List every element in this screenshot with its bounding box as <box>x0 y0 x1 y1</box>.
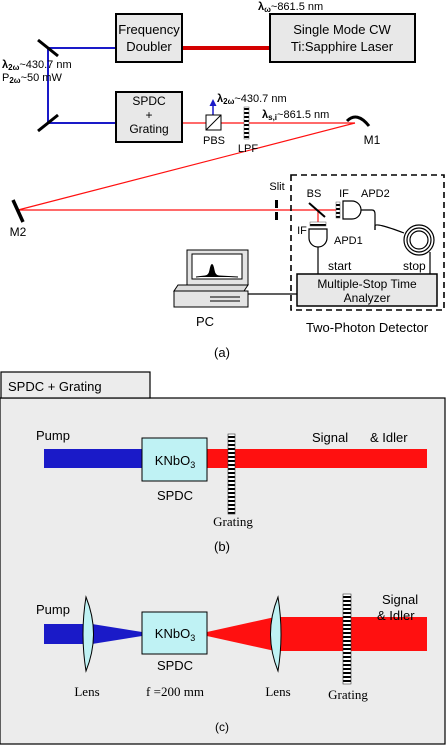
stop-label: stop <box>403 259 426 273</box>
spdc-grating-tab-label: SPDC + Grating <box>8 379 102 394</box>
knbo3-crystal-b <box>141 437 208 482</box>
crystal-label-c: KNbO3 <box>155 626 195 643</box>
mirror-m1 <box>345 115 371 127</box>
spdc-box-line1: SPDC <box>132 94 166 108</box>
pump-label-b: Pump <box>36 428 70 443</box>
pump-beam-c <box>44 624 92 644</box>
apd1-detector <box>308 228 328 248</box>
mirror-m2 <box>11 199 25 223</box>
laser-line2: Ti:Sapphire Laser <box>291 39 394 54</box>
stop-cable-to-coil <box>374 224 405 234</box>
frequency-doubler-box <box>115 13 183 63</box>
spdc-grating-tab <box>0 371 151 399</box>
if-filter-apd1 <box>309 221 327 227</box>
mirror-bottom-left <box>37 113 59 133</box>
subfigure-b: KNbO3 Pump SPDC Grating Signal & Idler (… <box>36 428 427 554</box>
slit-label: Slit <box>269 181 284 193</box>
pump-label-c: Pump <box>36 602 70 617</box>
panel-spdc-grating: SPDC + Grating KNbO3 Pump SPDC Grating S… <box>0 371 446 745</box>
bs-label: BS <box>307 188 322 200</box>
grating-label-c: Grating <box>328 687 368 702</box>
if-label-apd1: IF <box>297 225 307 237</box>
if-filter-apd2 <box>335 201 341 219</box>
caption-a: (a) <box>214 345 230 360</box>
grating-c <box>342 593 352 685</box>
time-analyzer-box <box>296 273 438 307</box>
caption-c: (c) <box>215 720 229 734</box>
signal-wavelength-label: λs,i~861.5 nm <box>262 109 329 122</box>
spdc-box-line3: Grating <box>129 122 168 136</box>
signal-label-c: Signal <box>382 592 418 607</box>
pump-wavelength-label: λ2ω~430.7 nm <box>2 59 72 72</box>
lens-1 <box>82 595 94 673</box>
apd2-detector <box>342 200 362 220</box>
pump-beam-b <box>44 449 142 468</box>
spdc-label-b: SPDC <box>157 488 193 503</box>
spdc-grating-box <box>115 91 183 143</box>
crystal-label-b: KNbO3 <box>155 453 195 470</box>
analyzer-line1: Multiple-Stop Time <box>317 277 417 291</box>
pump-power-label: P2ω~50 mW <box>2 72 62 85</box>
signal-beam-2 <box>17 122 356 211</box>
frequency-doubler-line2: Doubler <box>126 39 172 54</box>
m2-label: M2 <box>10 225 27 239</box>
two-photon-detector-box <box>290 174 445 311</box>
pbs-output-arrow <box>209 99 217 106</box>
laser-wavelength-label: λω~861.5 nm <box>258 1 323 14</box>
signal-diverge-c <box>207 617 275 651</box>
subfigure-c: KNbO3 Pump SPDC Lens f =200 mm Lens Grat… <box>36 592 427 734</box>
stop-cable-top <box>361 209 376 230</box>
pc-icon <box>173 249 249 308</box>
spdc-label-c: SPDC <box>157 658 193 673</box>
start-label: start <box>328 259 352 273</box>
signal-idler-beam-b <box>207 449 427 468</box>
grating-label-b: Grating <box>213 514 253 529</box>
signal-label-b: Signal <box>312 430 348 445</box>
pc-label: PC <box>196 314 214 329</box>
frequency-doubler-line1: Frequency <box>118 22 180 37</box>
idler-label-b: & Idler <box>370 430 408 445</box>
idler-label-c: & Idler <box>377 608 415 623</box>
pbs-diagonal <box>205 114 222 131</box>
pbs-label: PBS <box>203 135 225 147</box>
panel-a: Frequency Doubler Single Mode CW Ti:Sapp… <box>2 1 445 360</box>
knbo3-crystal-c <box>141 611 208 655</box>
fiber-coil <box>403 224 435 256</box>
apd2-label: APD2 <box>361 188 390 200</box>
m1-label: M1 <box>364 133 381 147</box>
spdc-box-line2: + <box>145 108 152 122</box>
slit-lower <box>275 212 278 220</box>
pump-focus-c <box>92 624 142 644</box>
beam-splitter <box>308 202 326 218</box>
lens1-label: Lens <box>74 684 99 699</box>
laser-box <box>269 13 416 63</box>
focal-length-label: f =200 mm <box>146 684 204 699</box>
apd1-label: APD1 <box>334 235 363 247</box>
grating-b <box>227 433 236 515</box>
pbs-output-label: λ2ω~430.7 nm <box>217 93 287 106</box>
laser-line1: Single Mode CW <box>293 22 391 37</box>
mirror-top-left <box>37 38 59 58</box>
lpf-label: LPF <box>238 143 258 155</box>
two-photon-detector-label: Two-Photon Detector <box>306 320 429 335</box>
lpf-filter <box>243 106 250 140</box>
lens-2 <box>270 595 282 673</box>
caption-b: (b) <box>214 539 230 554</box>
analyzer-line2: Analyzer <box>344 291 391 305</box>
slit-upper <box>275 200 278 208</box>
if-label-apd2: IF <box>339 188 349 200</box>
lens2-label: Lens <box>265 684 290 699</box>
